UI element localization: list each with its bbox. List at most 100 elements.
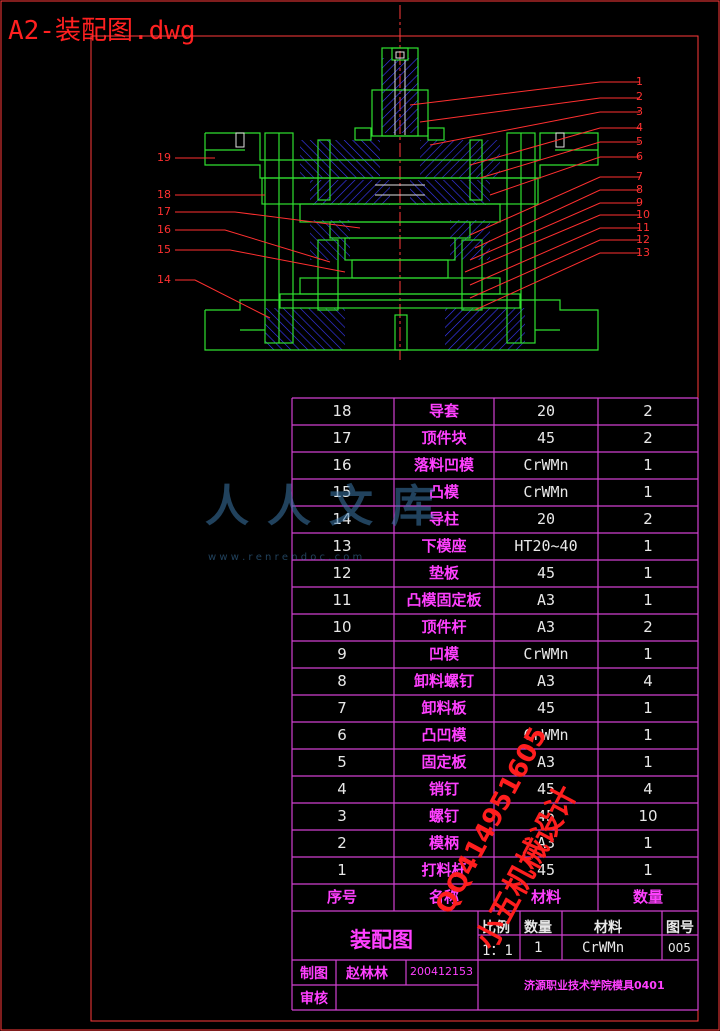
bom-cell-no: 9	[337, 645, 347, 663]
bom-cell-no: 4	[337, 780, 347, 798]
callout-10: 10	[636, 208, 650, 221]
hatched-sections	[265, 58, 525, 350]
bom-cell-no: 7	[337, 699, 347, 717]
file-title: A2-装配图.dwg	[8, 16, 196, 46]
bom-cell-no: 14	[332, 510, 352, 528]
callout-9: 9	[636, 196, 643, 209]
callout-2: 2	[636, 90, 643, 103]
bom-cell-qty: 2	[643, 510, 653, 528]
bom-cell-name: 垫板	[428, 564, 459, 582]
bom-cell-no: 17	[332, 429, 352, 447]
bom-cell-material: A3	[536, 834, 556, 852]
bom-cell-no: 3	[337, 807, 347, 825]
qty-label: 数量	[524, 920, 552, 936]
scale-label: 比例	[482, 920, 510, 936]
bom-row: 13 下模座 HT20~40 1	[292, 533, 698, 560]
bom-cell-no: 12	[332, 564, 352, 582]
bom-cell-no: 15	[332, 483, 352, 501]
bom-cell-material: 20	[536, 510, 556, 528]
bom-header-no: 序号	[326, 888, 357, 906]
qty-value: 1	[534, 940, 543, 956]
bom-cell-material: 45	[536, 780, 556, 798]
bom-cell-name: 卸料板	[421, 699, 467, 717]
bom-cell-material: 45	[536, 807, 556, 825]
bom-cell-qty: 2	[643, 618, 653, 636]
bom-cell-name: 销钉	[428, 780, 459, 798]
material-value: CrWMn	[582, 940, 625, 956]
bom-cell-name: 凸模	[428, 483, 459, 501]
bom-cell-no: 11	[332, 591, 352, 609]
bom-cell-qty: 1	[643, 537, 653, 555]
bom-cell-qty: 4	[643, 780, 653, 798]
bom-cell-material: A3	[536, 753, 556, 771]
die-geometry	[204, 47, 599, 351]
bom-cell-no: 1	[337, 861, 347, 879]
watermark-url: w w w . r e n r e n d o c . c o m	[208, 552, 363, 563]
callout-17: 17	[157, 205, 171, 218]
callout-19: 19	[157, 151, 171, 164]
bom-cell-name: 下模座	[421, 537, 467, 555]
bom-cell-no: 8	[337, 672, 347, 690]
bom-cell-material: HT20~40	[514, 537, 578, 555]
checker-label: 审核	[300, 991, 328, 1007]
bom-cell-qty: 10	[638, 807, 658, 825]
drawing-name: 装配图	[350, 928, 413, 952]
bom-cell-material: A3	[536, 618, 556, 636]
bom-cell-material: CrWMn	[523, 483, 569, 501]
bom-cell-no: 2	[337, 834, 347, 852]
bom-cell-material: CrWMn	[523, 726, 569, 744]
callout-12: 12	[636, 233, 650, 246]
callout-8: 8	[636, 183, 643, 196]
bom-cell-name: 凹模	[428, 645, 459, 663]
bom-cell-material: 45	[536, 861, 556, 879]
bom-cell-no: 6	[337, 726, 347, 744]
bom-row: 4 销钉 45 4	[292, 776, 698, 803]
bom-cell-no: 10	[332, 618, 352, 636]
bom-cell-name: 打料杆	[421, 861, 467, 879]
bom-header-material: 材料	[530, 888, 561, 906]
bom-cell-qty: 1	[643, 645, 653, 663]
bom-cell-qty: 1	[643, 699, 653, 717]
callout-18: 18	[157, 188, 171, 201]
bom-header-qty: 数量	[632, 888, 663, 906]
bom-cell-material: CrWMn	[523, 456, 569, 474]
bom-cell-qty: 1	[643, 456, 653, 474]
bom-cell-name: 导套	[428, 402, 459, 420]
callout-6: 6	[636, 150, 643, 163]
bom-cell-name: 螺钉	[428, 807, 459, 825]
bom-cell-qty: 1	[643, 753, 653, 771]
callout-16: 16	[157, 223, 171, 236]
bom-cell-qty: 1	[643, 591, 653, 609]
drawing-no-value: 005	[668, 941, 691, 955]
bom-cell-no: 18	[332, 402, 352, 420]
bom-row: 3 螺钉 45 10	[292, 803, 698, 830]
bom-cell-no: 13	[332, 537, 352, 555]
bom-cell-name: 导柱	[428, 510, 459, 528]
bom-cell-name: 固定板	[421, 753, 467, 771]
bom-cell-qty: 1	[643, 861, 653, 879]
bom-cell-name: 卸料螺钉	[413, 672, 474, 690]
leader-lines-right	[409, 81, 640, 311]
callout-11: 11	[636, 221, 650, 234]
bom-cell-name: 落料凹模	[413, 456, 474, 474]
bom-cell-qty: 4	[643, 672, 653, 690]
bom-cell-material: A3	[536, 591, 556, 609]
callout-13: 13	[636, 246, 650, 259]
die-details	[235, 51, 565, 196]
bom-header: 序号 名称 材料 数量	[292, 884, 698, 911]
